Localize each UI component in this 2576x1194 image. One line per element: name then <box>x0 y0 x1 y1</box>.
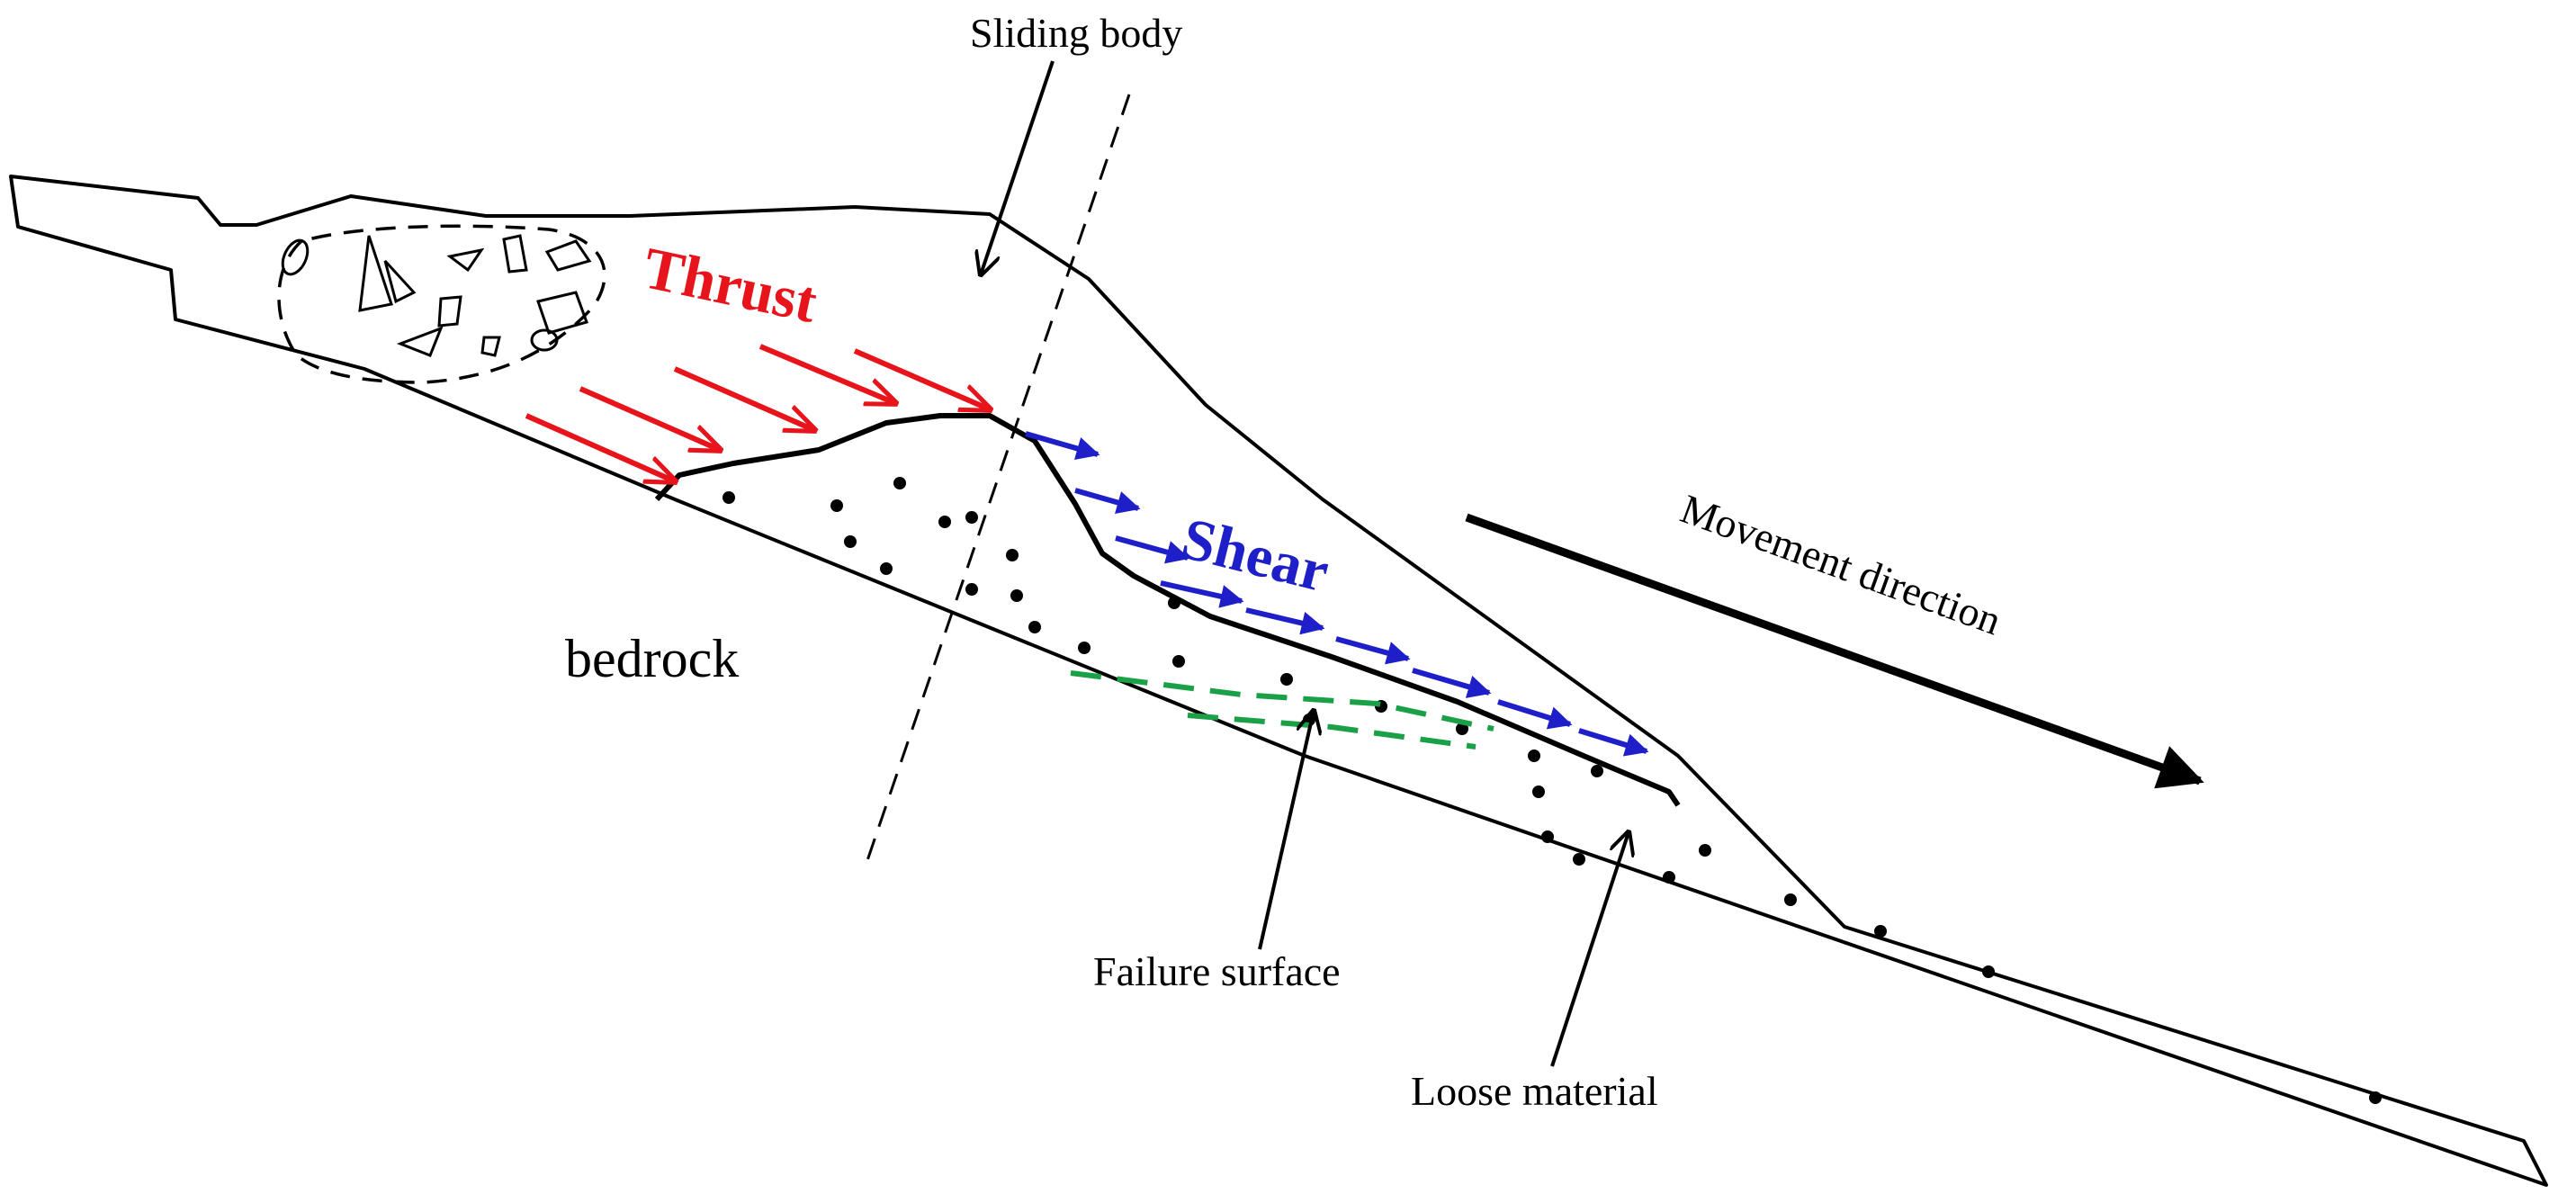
dot <box>2369 1091 2382 1104</box>
bedrock-label: bedrock <box>565 629 739 688</box>
shear-arrow <box>1074 488 1141 515</box>
boulder <box>358 235 393 312</box>
dot <box>1591 765 1603 777</box>
dot <box>880 562 893 575</box>
boulder <box>502 234 528 274</box>
thrust-arrow <box>525 413 675 481</box>
shear-arrow <box>1245 607 1325 635</box>
mound-boundary <box>654 413 1681 807</box>
dot <box>1078 642 1091 654</box>
dot <box>830 499 843 512</box>
boulder <box>480 336 501 357</box>
boulder <box>544 239 592 272</box>
shear-arrow <box>1497 699 1573 730</box>
dot <box>1528 750 1540 762</box>
dot <box>1982 965 1995 978</box>
boulder <box>383 259 417 304</box>
shear-arrow <box>1160 580 1244 608</box>
boulder <box>437 295 462 328</box>
boulder <box>530 328 559 352</box>
thrust-arrow <box>673 366 814 430</box>
dot <box>1663 871 1675 884</box>
shear-arrow <box>1025 431 1100 461</box>
dot <box>1532 786 1545 798</box>
loose-material-leader <box>1550 832 1629 1067</box>
dot <box>965 583 978 596</box>
dot <box>1541 830 1554 843</box>
boulder <box>536 291 588 335</box>
dot <box>1456 723 1468 735</box>
thrust-arrows <box>525 344 990 481</box>
thrust-arrow <box>853 348 990 409</box>
shear-arrow <box>1578 728 1649 757</box>
boulder-zone <box>277 224 606 384</box>
dot <box>893 477 906 489</box>
movement-direction-label: Movement direction <box>1675 485 2007 643</box>
sliding-body-leader <box>981 60 1055 274</box>
dot <box>1573 853 1585 866</box>
dot <box>1874 925 1887 938</box>
shear-arrows <box>1025 431 1649 757</box>
movement-direction-arrow <box>1465 513 2204 789</box>
loose-material-dots <box>723 477 2382 1104</box>
dot <box>1280 673 1293 686</box>
boulder <box>281 238 310 276</box>
failure-surface-leader <box>1258 711 1314 950</box>
shear-arrow <box>1412 668 1492 698</box>
boulders <box>281 234 592 357</box>
dot <box>965 511 978 524</box>
boulder <box>396 326 444 357</box>
shear-arrow <box>1335 636 1411 665</box>
dot <box>723 491 735 504</box>
dot <box>1172 655 1185 668</box>
sliding-body-label: Sliding body <box>970 10 1182 56</box>
shear-arrow <box>1115 535 1190 564</box>
dot <box>1699 844 1711 857</box>
thrust-arrow <box>579 386 720 450</box>
dot <box>1028 621 1041 633</box>
failure-surface <box>1070 670 1494 750</box>
loose-material-label: Loose material <box>1411 1068 1658 1114</box>
dot <box>1168 597 1180 609</box>
thrust-label: Thrust <box>638 235 822 336</box>
dot <box>1006 549 1019 561</box>
thrust-arrow <box>758 344 895 403</box>
dot <box>938 516 951 528</box>
dot <box>1010 589 1023 602</box>
boulder <box>446 247 485 273</box>
section-line <box>862 94 1131 872</box>
slope-outline <box>9 175 2548 1187</box>
dot <box>1784 893 1797 906</box>
failure-surface-label: Failure surface <box>1093 948 1341 994</box>
dot <box>844 535 857 548</box>
